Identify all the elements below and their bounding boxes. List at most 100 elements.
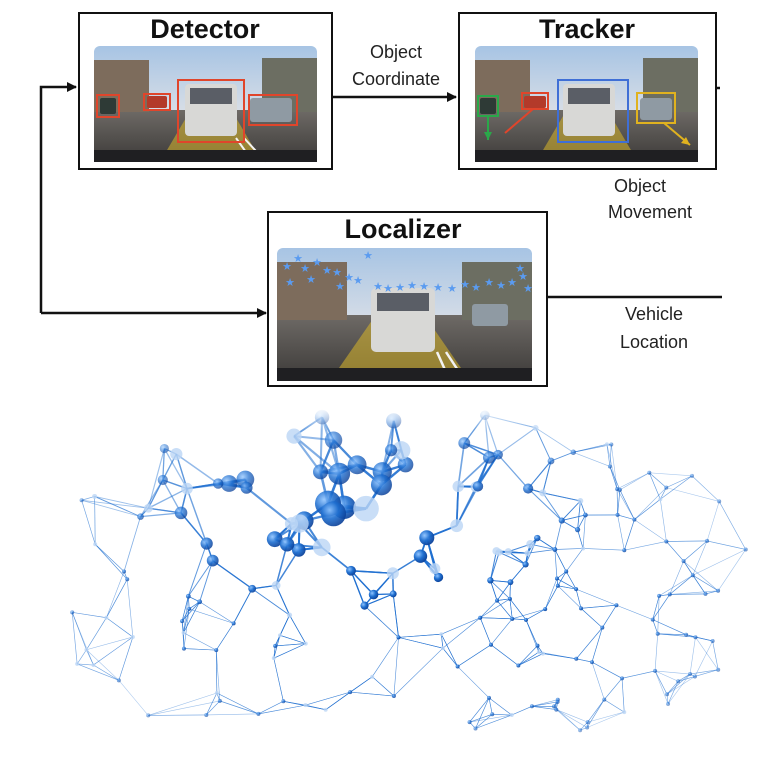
network-edge <box>604 699 625 713</box>
network-node <box>664 485 669 490</box>
network-edge <box>649 472 693 477</box>
network-edge <box>469 714 493 723</box>
network-edge <box>273 645 276 659</box>
network-edge <box>393 647 444 697</box>
network-edge <box>94 496 96 545</box>
network-edge <box>577 529 584 549</box>
network-edge <box>609 466 618 490</box>
network-edge <box>705 590 719 595</box>
network-edge <box>94 544 125 572</box>
network-node <box>220 475 238 492</box>
network-edge <box>469 714 512 723</box>
network-node <box>574 656 579 661</box>
network-edge <box>666 673 691 695</box>
svg-text:★: ★ <box>471 282 481 294</box>
network-edge <box>666 673 691 695</box>
network-node <box>240 481 253 494</box>
network-edge <box>183 608 190 649</box>
network-node <box>607 464 612 469</box>
network-node <box>181 630 186 635</box>
network-edge <box>649 472 667 488</box>
network-node <box>91 663 96 668</box>
network-edge <box>392 593 399 638</box>
network-edge <box>475 697 490 729</box>
network-edge <box>140 512 182 518</box>
network-node <box>122 569 127 574</box>
network-node <box>684 632 689 637</box>
network-edge <box>557 585 582 609</box>
network-edge <box>657 595 660 634</box>
network-node <box>534 534 541 542</box>
network-node <box>197 599 203 605</box>
network-edge <box>496 600 513 620</box>
network-node <box>368 589 379 600</box>
network-edge <box>508 551 526 565</box>
landmark-stars: ★★★ ★★★ ★★★ ★★★ ★★★ ★★★ ★★★ ★★★ ★★★ <box>282 250 533 295</box>
network-node <box>657 593 662 598</box>
edge-label-vehicle: Vehicle <box>625 304 683 324</box>
svg-text:★: ★ <box>407 280 417 292</box>
network-node <box>488 642 493 647</box>
network-edge <box>616 472 650 490</box>
network-edge <box>527 460 552 489</box>
network-edge <box>441 634 444 649</box>
network-node <box>655 631 660 636</box>
network-edge <box>580 608 603 628</box>
network-node <box>116 678 121 683</box>
network-edge <box>634 519 667 542</box>
network-node <box>529 704 534 709</box>
network-node <box>492 547 501 556</box>
network-node <box>482 451 495 464</box>
network-edge <box>617 514 625 551</box>
network-node <box>212 478 224 489</box>
network-node <box>146 713 151 718</box>
network-edge <box>538 651 577 660</box>
network-node <box>632 517 637 522</box>
network-edge <box>609 444 612 467</box>
network-edge <box>480 617 513 620</box>
network-node <box>324 431 343 449</box>
network-node <box>703 591 708 596</box>
network-edge <box>455 485 479 527</box>
network-edge <box>81 499 149 509</box>
network-edge <box>497 454 529 489</box>
svg-text:★: ★ <box>383 283 393 295</box>
network-node <box>185 593 191 599</box>
network-edge <box>669 575 694 595</box>
network-node <box>526 540 535 549</box>
network-node <box>615 512 620 517</box>
network-edge <box>554 520 563 550</box>
network-node <box>79 498 84 503</box>
network-edge <box>666 676 696 695</box>
network-edge <box>580 604 617 609</box>
detection-box <box>143 93 171 111</box>
network-edge <box>86 636 133 651</box>
network-edge <box>509 598 513 619</box>
network-edge <box>666 541 684 562</box>
network-node <box>429 563 441 575</box>
network-node <box>692 674 697 679</box>
network-edge <box>619 489 635 520</box>
network-edge <box>496 581 511 601</box>
network-edge <box>480 598 511 618</box>
network-edge <box>93 636 134 666</box>
network-node <box>271 581 281 590</box>
network-edge <box>694 640 713 677</box>
network-node <box>440 646 445 651</box>
network-node <box>577 497 584 504</box>
detector-module: Detector <box>78 12 333 170</box>
network-edge <box>527 549 555 554</box>
network-edge <box>183 648 217 651</box>
network-edge <box>148 692 217 716</box>
network-edge <box>77 663 119 681</box>
network-edge <box>576 658 593 663</box>
network-edge <box>573 444 607 453</box>
svg-text:★: ★ <box>335 281 345 293</box>
network-edge <box>542 460 552 493</box>
detector-road-image <box>94 46 317 163</box>
network-edge <box>86 649 94 666</box>
network-edge <box>652 594 671 620</box>
network-node <box>75 661 80 666</box>
network-edge <box>86 649 120 681</box>
network-edge <box>649 472 661 500</box>
